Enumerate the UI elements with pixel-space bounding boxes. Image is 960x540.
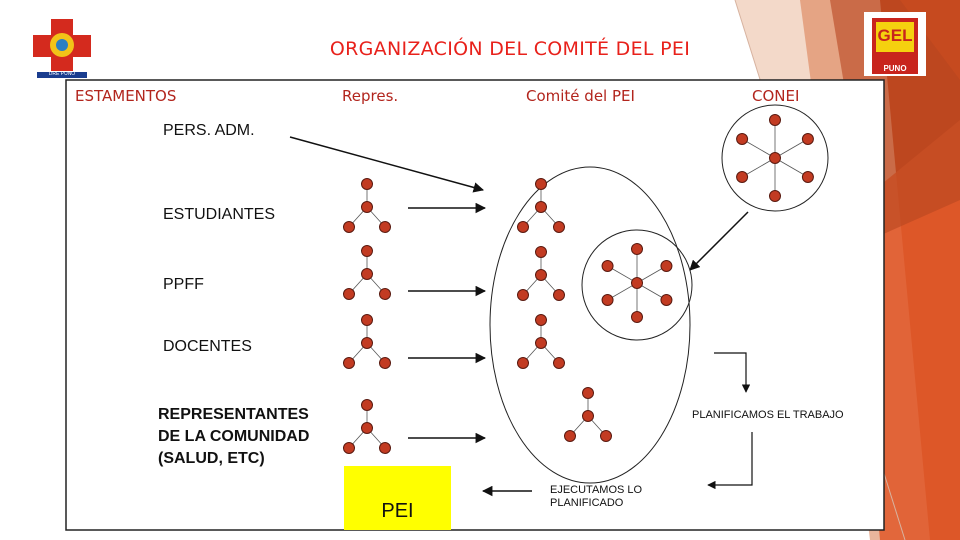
repres-estudiantes-node-top (361, 178, 373, 190)
repres-comunidad-node-left (343, 442, 355, 454)
comite-tree-1-node-right (553, 221, 565, 233)
tree-edge (774, 157, 809, 178)
repres-ppff-node-mid (361, 268, 373, 280)
repres-docentes-node-right (379, 357, 391, 369)
pei-label: PEI (381, 500, 414, 522)
label-estudiantes: ESTUDIANTES (163, 206, 276, 223)
comite-tree-1-node-top (535, 178, 547, 190)
comite-tree-4-node-top (582, 387, 594, 399)
tree-edge (774, 138, 809, 159)
conei-star-node-center (769, 152, 781, 164)
member-trees (343, 114, 814, 454)
comite-ellipse (489, 166, 691, 484)
note-planificamos: PLANIFICAMOS EL TRABAJO (692, 409, 844, 421)
comite-tree-2-node-mid (535, 269, 547, 281)
repres-comunidad-node-top (361, 399, 373, 411)
dre-puno-logo-text: DRE PUNO (48, 71, 76, 77)
conei-star-node-3 (769, 190, 781, 202)
inner-conei-circle (581, 229, 693, 341)
label-salud: (SALUD, ETC) (158, 450, 265, 467)
comite-tree-4-node-mid (582, 410, 594, 422)
repres-docentes-node-top (361, 314, 373, 326)
note-ejecutamos-2: PLANIFICADO (550, 497, 624, 509)
arrow-planificamos (714, 352, 751, 393)
conei-star-node-1 (736, 133, 749, 145)
repres-estudiantes-node-left (343, 221, 355, 233)
comite-tree-1-node-left (517, 221, 529, 233)
comite-tree-3-node-mid (535, 337, 547, 349)
label-comunidad: DE LA COMUNIDAD (158, 428, 310, 445)
label-representantes: REPRESENTANTES (158, 406, 309, 423)
inner-conei-star-node-3 (631, 311, 643, 323)
inner-conei-star-node-0 (631, 243, 643, 255)
header-repres: Repres. (342, 87, 399, 105)
header-estamentos: ESTAMENTOS (75, 87, 177, 105)
note-ejecutamos-1: EJECUTAMOS LO (550, 484, 643, 496)
label-docentes: DOCENTES (163, 338, 252, 355)
comite-tree-3-node-right (553, 357, 565, 369)
comite-tree-4-node-left (564, 430, 576, 442)
comite-tree-3-node-top (535, 314, 547, 326)
label-ppff: PPFF (163, 276, 204, 293)
repres-comunidad-node-mid (361, 422, 373, 434)
repres-estudiantes-node-mid (361, 201, 373, 213)
comite-tree-2-node-right (553, 289, 565, 301)
arrow-pers-adm (289, 136, 485, 193)
comite-tree-2-node-top (535, 246, 547, 258)
arrow-conei-to-comite (689, 211, 749, 271)
repres-ppff-node-right (379, 288, 391, 300)
pei-box (344, 466, 451, 530)
diagram-frame (65, 79, 885, 531)
repres-docentes-node-left (343, 357, 355, 369)
comite-tree-2-node-left (517, 289, 529, 301)
header-comite: Comité del PEI (526, 87, 635, 105)
repres-docentes-node-mid (361, 337, 373, 349)
repres-ppff-node-top (361, 245, 373, 257)
inner-conei-star-node-4 (660, 294, 673, 306)
label-pers-adm: PERS. ADM. (163, 122, 255, 139)
gel-logo-text: PUNO (883, 64, 907, 73)
conei-star-node-5 (801, 133, 814, 145)
inner-conei-star-node-1 (601, 260, 614, 272)
comite-tree-1-node-mid (535, 201, 547, 213)
conei-star-node-2 (736, 171, 749, 183)
header-conei: CONEI (752, 87, 800, 105)
inner-conei-star-node-2 (601, 294, 614, 306)
gel-logo-mark: GEL (877, 26, 913, 45)
repres-ppff-node-left (343, 288, 355, 300)
dre-puno-logo: DRE PUNO (27, 15, 97, 78)
arrow-ejecutamos (707, 432, 753, 490)
tree-edge (741, 157, 776, 178)
repres-estudiantes-node-right (379, 221, 391, 233)
conei-star-node-0 (769, 114, 781, 126)
gel-puno-logo: GEL PUNO (864, 12, 926, 76)
tree-edge (741, 138, 776, 159)
repres-comunidad-node-right (379, 442, 391, 454)
comite-tree-3-node-left (517, 357, 529, 369)
inner-conei-star-node-center (631, 277, 643, 289)
inner-conei-star-node-5 (660, 260, 673, 272)
conei-circle (721, 104, 829, 212)
conei-star-node-4 (801, 171, 814, 183)
comite-tree-4-node-right (600, 430, 612, 442)
page-title: ORGANIZACIÓN DEL COMITÉ DEL PEI (329, 38, 691, 60)
